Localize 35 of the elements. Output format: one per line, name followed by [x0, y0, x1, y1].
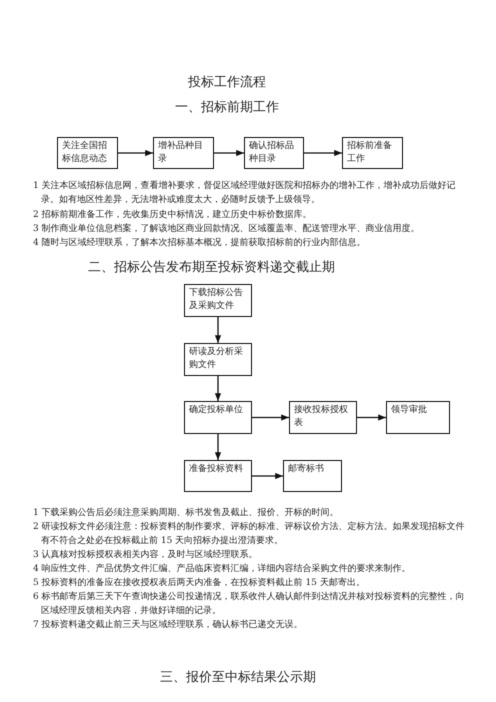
arrow	[304, 150, 342, 156]
note-text: 1 关注本区域招标信息网，查看增补要求，督促区域经理做好医院和招标办的增补工作，增补成功后做好记录。如有地区性差异，无法增补或难度太大，必随时反馈予上级领导。	[33, 180, 457, 207]
note-text: 5 投标资料的准备应在接收授权表后两天内准备，在投标资料截止前 15 天邮寄出。	[33, 576, 366, 590]
process-box: 增补品种目录	[153, 137, 214, 169]
process-box: 研读及分析采购文件	[184, 343, 252, 376]
process-box: 关注全国招标信息动态	[57, 137, 118, 169]
section-heading: 二、招标公告发布期至投标资料递交截止期	[88, 259, 335, 276]
arrow	[214, 317, 222, 343]
note-text: 1 下载采购公告后必须注意采购周期、标书发售及截止、报价、开标的时间。	[33, 506, 340, 520]
process-box: 领导审批	[386, 401, 450, 434]
arrow	[357, 414, 386, 421]
note-text: 4 响应性文件、产品优势文件汇编、产品临床资料汇编，详细内容结合采购文件的要求来制作。	[33, 562, 412, 576]
process-box: 接收投标授权表	[289, 401, 357, 434]
arrow	[252, 472, 283, 480]
process-box: 确定投标单位	[184, 401, 252, 434]
note-text: 6 标书邮寄后第三天下午查询快递公司投递情况，联系收件人确认邮件到达情况并核对投标资料的完整性，向区域经理反馈相关内容，并做好详细的记录。	[33, 590, 466, 618]
arrow	[118, 150, 153, 156]
process-box: 准备投标资料	[184, 460, 252, 492]
process-box: 下载招标公告及采购文件	[184, 284, 252, 317]
note-text: 3 制作商业单位信息档案，了解该地区商业回款情况、区域覆盖率、配送管理水平、商业信用度。	[33, 222, 421, 236]
page-title: 投标工作流程	[188, 74, 266, 91]
process-box: 招标前准备工作	[342, 137, 403, 169]
note-text: 2 招标前期准备工作，先收集历史中标情况，建立历史中标价数据库。	[33, 208, 313, 222]
section-heading: 一、招标前期工作	[175, 99, 279, 116]
section-heading: 三、报价至中标结果公示期	[160, 669, 316, 686]
note-text: 3 认真核对投标授权表相关内容，及时与区域经理联系。	[33, 548, 259, 562]
arrow	[252, 414, 289, 421]
note-text: 2 研读投标文件必须注意：投标资料的制作要求、评标的标准、评标议价方法、定标方法。如果发现招标文件有不符合之处必在投标截止前 15 天向招标办提出澄清要求。	[33, 520, 466, 548]
arrow	[214, 376, 222, 401]
process-box: 邮寄标书	[283, 460, 342, 492]
note-text: 7 投标资料递交截止前三天与区域经理联系，确认标书已递交无误。	[33, 618, 304, 632]
process-box: 确认招标品种目录	[244, 137, 304, 169]
arrow	[214, 434, 222, 460]
arrow	[214, 150, 244, 156]
note-text: 4 随时与区域经理联系，了解本次招标基本概况，提前获取招标前的行业内部信息。	[33, 236, 367, 250]
